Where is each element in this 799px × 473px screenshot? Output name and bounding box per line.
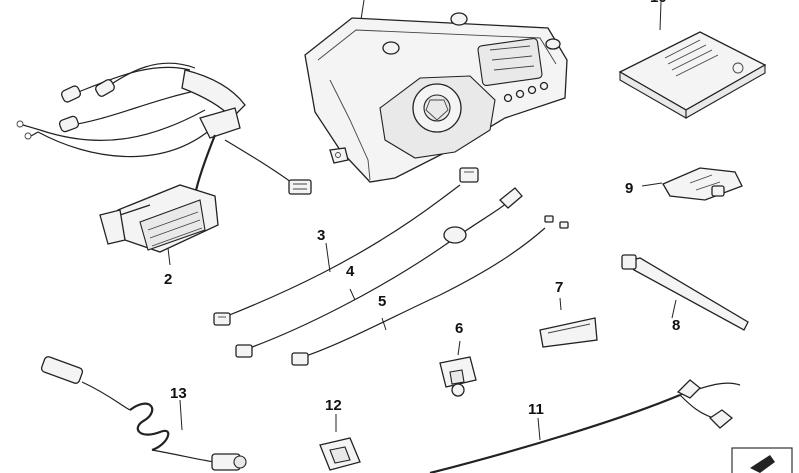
diagram-arrow-icon [731, 447, 793, 473]
part-7-bracket [539, 297, 598, 348]
callout-11: 11 [528, 401, 544, 418]
callout-4: 4 [346, 263, 355, 280]
part-3-cable [213, 167, 479, 326]
part-11-cable [429, 379, 741, 473]
part-4-cable [235, 187, 523, 358]
callout-8: 8 [672, 317, 680, 334]
part-13-coiled-cable [40, 356, 247, 471]
part-9-holder [641, 167, 743, 201]
part-6-clip [439, 340, 477, 397]
callout-7: 7 [555, 279, 563, 296]
callout-12: 12 [325, 397, 342, 414]
callout-3: 3 [317, 227, 325, 244]
callout-9: 9 [625, 180, 633, 197]
callout-2: 2 [164, 271, 172, 288]
callout-5: 5 [378, 293, 386, 310]
part-8-cable-tie [621, 254, 749, 331]
callout-10: 10 [650, 0, 667, 6]
callout-6: 6 [455, 320, 463, 337]
callout-13: 13 [170, 385, 187, 402]
part-1-control-unit [304, 0, 568, 183]
part-5-cable [291, 215, 569, 366]
part-12-clip [319, 414, 361, 471]
part-10-manual [618, 1, 767, 119]
part-2-wiring-harness [16, 62, 312, 266]
